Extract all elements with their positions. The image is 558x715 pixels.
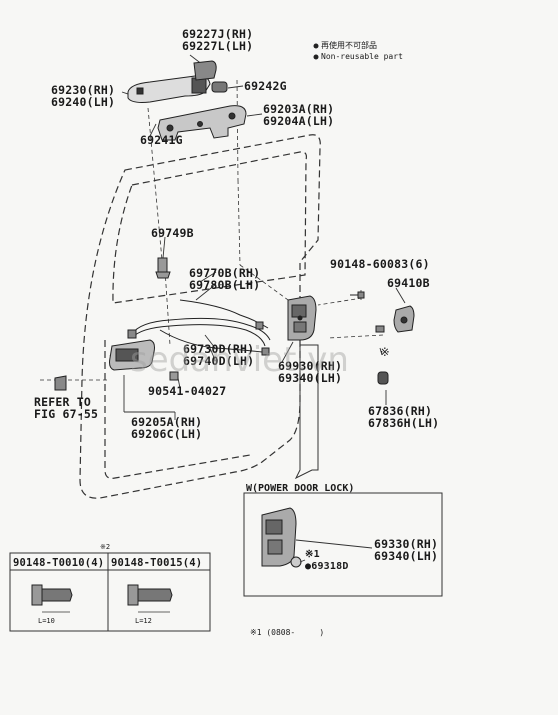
legend-reusable-jp: 再使用不可部品 bbox=[321, 41, 377, 50]
power-lock-actuator bbox=[261, 507, 302, 568]
solid-leaders bbox=[121, 54, 406, 420]
label-refer: REFER TO FIG 67-55 bbox=[34, 395, 99, 421]
label-69230: 69230(RH) 69240(LH) bbox=[51, 83, 116, 109]
label-len-2: L=12 bbox=[135, 617, 152, 625]
label-69227: 69227J(RH) 69227L(LH) bbox=[182, 27, 254, 53]
label-69930: 69930(RH) 69340(LH) bbox=[278, 359, 343, 385]
label-69770: 69770B(RH) 69780B(LH) bbox=[189, 266, 261, 292]
cables bbox=[127, 299, 271, 356]
clip-90541 bbox=[169, 371, 179, 381]
callout-arrow bbox=[294, 344, 319, 480]
refer-clip bbox=[54, 375, 67, 391]
screw-table bbox=[9, 552, 211, 632]
label-69203: 69203A(RH) 69204A(LH) bbox=[263, 102, 335, 128]
label-67836: 67836(RH) 67836H(LH) bbox=[368, 404, 440, 430]
label-69749: 69749B bbox=[151, 226, 194, 240]
outside-handle bbox=[127, 75, 211, 103]
striker-69410 bbox=[393, 305, 415, 333]
screw-drawing-2 bbox=[127, 584, 173, 606]
door-outline bbox=[79, 134, 321, 499]
legend-bullet-2 bbox=[313, 54, 319, 60]
handle-frame bbox=[157, 105, 247, 141]
power-door-lock-box bbox=[243, 492, 443, 597]
door-lock-assembly bbox=[287, 295, 317, 341]
label-90148-60083: 90148-60083(6) bbox=[330, 257, 430, 271]
clip-69749 bbox=[155, 257, 171, 279]
label-69241: 69241G bbox=[140, 133, 183, 147]
screw-drawing-1 bbox=[31, 584, 73, 606]
bolt-90148-60083 bbox=[350, 291, 365, 299]
label-69730: 69730D(RH) 69740D(LH) bbox=[183, 342, 255, 368]
label-screw-2: 90148-T0015(4) bbox=[111, 557, 203, 569]
label-len-1: L=10 bbox=[38, 617, 55, 625]
legend-bullet-1 bbox=[313, 43, 319, 49]
label-screw-1: 90148-T0010(4) bbox=[13, 557, 105, 569]
power-lock-title: W(POWER DOOR LOCK) bbox=[246, 483, 355, 494]
inside-handle bbox=[109, 339, 155, 371]
label-69318: ※1 ●69318D bbox=[305, 549, 349, 572]
label-star: ※ bbox=[380, 345, 390, 359]
box-leaders bbox=[295, 539, 373, 563]
striker-screw bbox=[375, 325, 385, 333]
label-69242: 69242G bbox=[244, 79, 287, 93]
footnote: ※1 (0808- ) bbox=[250, 628, 325, 637]
label-69330: 69330(RH) 69340(LH) bbox=[374, 537, 439, 563]
pad-69242 bbox=[211, 81, 228, 93]
legend-non-reusable: Non-reusable part bbox=[321, 52, 403, 61]
pad-67836 bbox=[377, 371, 389, 385]
handle-cap bbox=[193, 60, 217, 81]
watermark: sedanviet.vn bbox=[130, 340, 349, 380]
leader-lines bbox=[40, 79, 384, 381]
label-69205: 69205A(RH) 69206C(LH) bbox=[131, 415, 203, 441]
label-90541: 90541-04027 bbox=[148, 384, 227, 398]
label-69410: 69410B bbox=[387, 276, 430, 290]
label-star2: ※2 bbox=[100, 543, 111, 551]
